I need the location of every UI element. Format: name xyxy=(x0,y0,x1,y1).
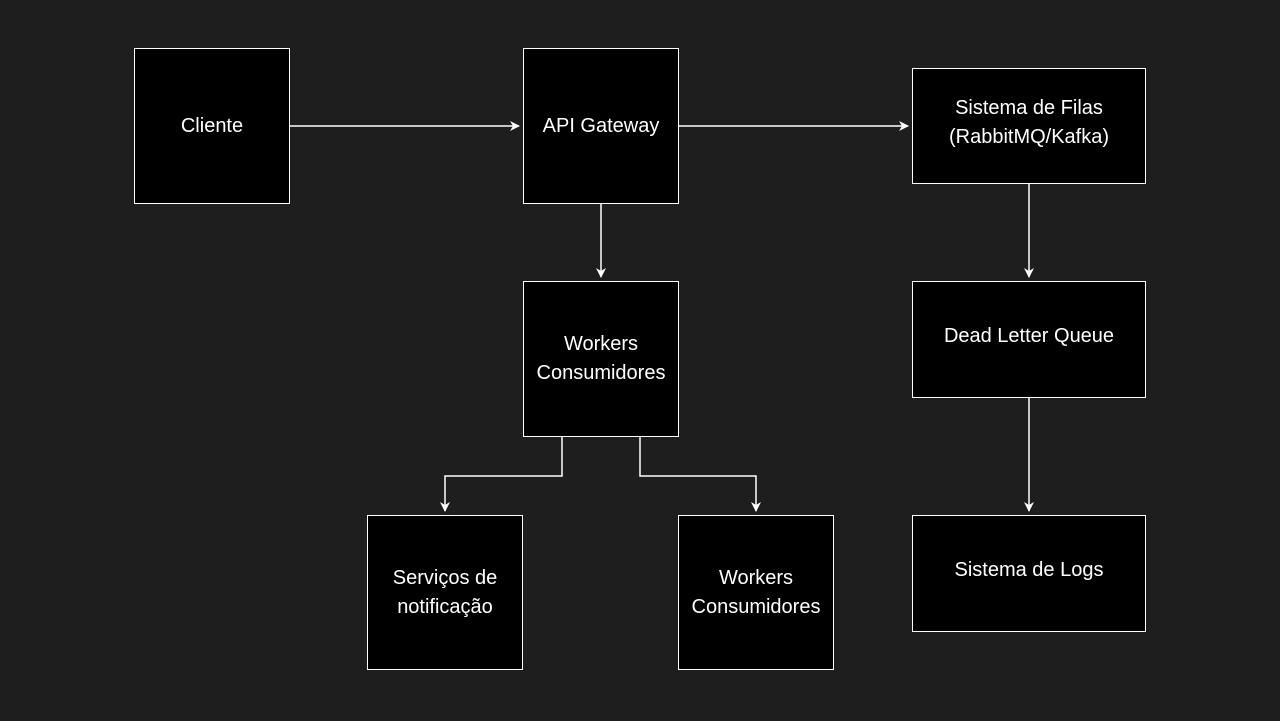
node-api-gateway: API Gateway xyxy=(523,48,679,204)
node-sistema-de-logs: Sistema de Logs xyxy=(912,515,1146,632)
node-dead-letter-queue: Dead Letter Queue xyxy=(912,281,1146,398)
edge-workers-to-servicos xyxy=(440,437,563,512)
node-cliente: Cliente xyxy=(134,48,290,204)
edge-workers-to-workers2 xyxy=(639,437,761,512)
node-servicos-de-notificacao: Serviços de notificação xyxy=(367,515,523,670)
node-sistema-de-filas: Sistema de Filas (RabbitMQ/Kafka) xyxy=(912,68,1146,184)
node-workers-consumidores: Workers Consumidores xyxy=(523,281,679,437)
node-workers-consumidores-2: Workers Consumidores xyxy=(678,515,834,670)
